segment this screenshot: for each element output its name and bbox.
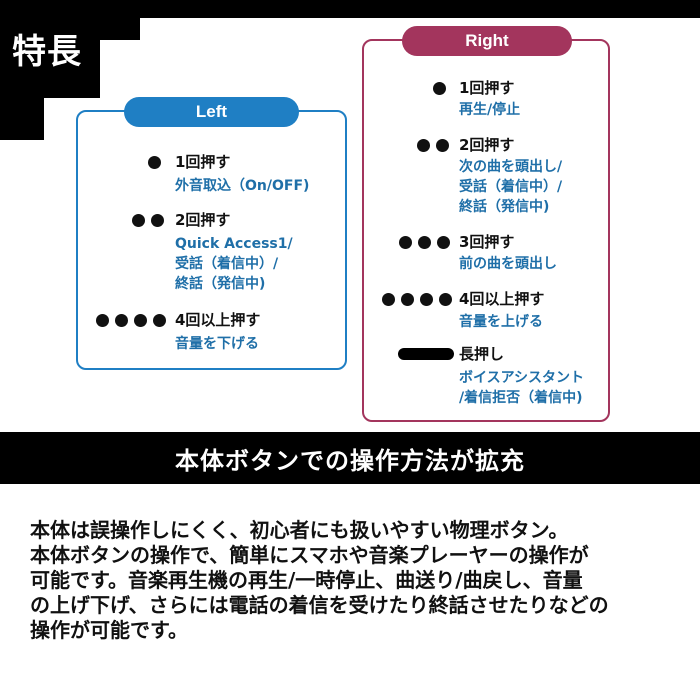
corner-decoration bbox=[0, 0, 700, 140]
left-dots-4 bbox=[96, 310, 166, 330]
left-dots-2 bbox=[132, 210, 164, 230]
right-item-5-head: 長押し bbox=[459, 345, 505, 363]
press-dot bbox=[134, 313, 147, 327]
press-dot bbox=[433, 81, 446, 95]
press-dot bbox=[399, 235, 412, 249]
right-item-5-desc: ボイスアシスタント /着信拒否（着信中) bbox=[459, 370, 585, 406]
right-item-4-head: 4回以上押す bbox=[459, 290, 545, 308]
description-text: 本体は誤操作しにくく、初心者にも扱いやすい物理ボタン。 本体ボタンの操作で、簡単… bbox=[30, 518, 609, 642]
left-label: Left bbox=[124, 97, 299, 127]
left-item-1-desc: 外音取込（On/OFF) bbox=[175, 178, 310, 194]
left-item-1-head: 1回押す bbox=[175, 153, 231, 171]
left-item-3-desc: 音量を下げる bbox=[175, 336, 259, 352]
left-dots-1 bbox=[148, 152, 161, 172]
press-dot bbox=[437, 235, 450, 249]
right-item-1-head: 1回押す bbox=[459, 79, 515, 97]
right-dots-3 bbox=[399, 232, 450, 252]
press-dot bbox=[151, 213, 164, 227]
press-dot bbox=[148, 155, 161, 169]
right-dots-2 bbox=[417, 135, 449, 155]
press-dot bbox=[420, 292, 433, 306]
press-dot bbox=[132, 213, 145, 227]
right-item-2-desc: 次の曲を頭出し/ 受話（着信中）/ 終話（発信中) bbox=[459, 159, 563, 215]
press-dot bbox=[115, 313, 128, 327]
press-dot bbox=[382, 292, 395, 306]
feature-title: 特長 bbox=[12, 32, 82, 72]
press-dot bbox=[418, 235, 431, 249]
press-dot bbox=[436, 138, 449, 152]
right-item-1-desc: 再生/停止 bbox=[459, 102, 521, 118]
right-label: Right bbox=[402, 26, 572, 56]
press-dot bbox=[401, 292, 414, 306]
right-item-2-head: 2回押す bbox=[459, 136, 515, 154]
right-item-3-head: 3回押す bbox=[459, 233, 515, 251]
press-dot bbox=[96, 313, 109, 327]
press-dot bbox=[439, 292, 452, 306]
long-press-bar bbox=[398, 348, 454, 360]
press-dot bbox=[153, 313, 166, 327]
section-banner: 本体ボタンでの操作方法が拡充 bbox=[0, 432, 700, 484]
left-item-2-head: 2回押す bbox=[175, 211, 231, 229]
right-item-3-desc: 前の曲を頭出し bbox=[459, 256, 557, 272]
right-long-press bbox=[398, 344, 454, 364]
right-dots-4 bbox=[382, 289, 452, 309]
right-item-4-desc: 音量を上げる bbox=[459, 314, 543, 330]
left-item-2-desc: Quick Access1/ 受話（着信中）/ 終話（発信中) bbox=[175, 236, 293, 292]
right-dots-1 bbox=[433, 78, 446, 98]
press-dot bbox=[417, 138, 430, 152]
left-item-3-head: 4回以上押す bbox=[175, 311, 261, 329]
